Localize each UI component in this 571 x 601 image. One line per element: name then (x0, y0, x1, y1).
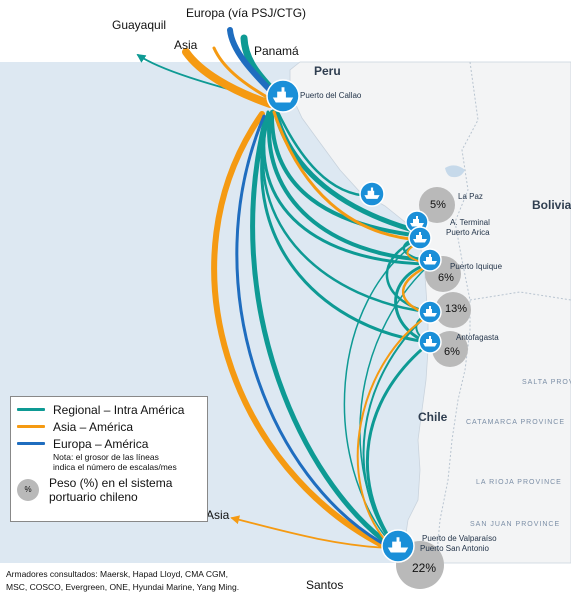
route-asia-north-2 (212, 46, 274, 102)
label-guayaquil: Guayaquil (112, 18, 167, 32)
region-san-juan: SAN JUAN PROVINCE (470, 521, 561, 528)
region-catamarca: CATAMARCA PROVINCE (466, 419, 566, 426)
route-antofagasta-central (365, 342, 430, 547)
ship-icon (364, 187, 380, 199)
legend: Regional – Intra América Asia – América … (10, 396, 208, 522)
region-salta: SALTA PROVINCE (522, 379, 571, 386)
port-central (381, 529, 415, 563)
weight-mejillones: 13% (444, 303, 468, 315)
route-callao-ilo (274, 106, 372, 198)
legend-label-regional: Regional – Intra América (53, 402, 185, 417)
legend-weight: % Peso (%) en el sistema portuario chile… (17, 476, 201, 504)
weight-circle-mejillones (435, 292, 471, 328)
route-callao-central-asia (211, 111, 391, 551)
port-ilo (359, 181, 385, 207)
city-san-antonio: Puerto San Antonio (420, 544, 489, 553)
weight-iquique: 6% (438, 272, 454, 284)
route-callao-antofagasta (260, 116, 430, 344)
legend-line-asia (17, 425, 45, 428)
label-santos: Santos (306, 578, 344, 592)
legend-label-europa: Europa – América (53, 436, 149, 451)
region-la-rioja: LA RIOJA PROVINCE (476, 479, 562, 486)
legend-weight-text: Peso (%) en el sistema portuario chileno (49, 476, 172, 504)
legend-weight-line1: Peso (%) en el sistema (49, 476, 173, 490)
city-la-paz: La Paz (458, 192, 483, 201)
border-chile-bolivia (435, 221, 471, 564)
route-callao-arica-asia (272, 110, 422, 242)
city-callao: Puerto del Callao (300, 91, 362, 100)
footnote-line1: Armadores consultados: Maersk, Hapad Llo… (6, 569, 229, 579)
city-iquique: Puerto Iquique (450, 262, 503, 271)
country-chile: Chile (418, 410, 448, 424)
ship-icon (272, 87, 294, 103)
route-callao-iquique (267, 112, 430, 262)
label-asia-north: Asia (174, 38, 198, 52)
legend-line-regional (17, 408, 45, 411)
port-callao (266, 79, 300, 113)
ship-icon (423, 254, 437, 265)
footnote-line2: MSC, COSCO, Evergreen, ONE, Hyundai Mari… (6, 582, 240, 592)
route-mejillones-central-asia (356, 315, 429, 547)
weight-antofagasta: 6% (444, 346, 460, 358)
city-valparaiso: Puerto de Valparaíso (422, 534, 497, 543)
ship-icon (423, 306, 437, 317)
route-callao-central-europa (235, 114, 391, 549)
route-arica-central (343, 239, 421, 546)
border-peru-bolivia (454, 61, 479, 223)
border-bolivia-argentina (469, 291, 571, 301)
city-antofagasta: Antofagasta (456, 333, 499, 342)
legend-regional: Regional – Intra América (17, 401, 201, 418)
legend-label-asia: Asia – América (53, 419, 134, 434)
ship-icon (387, 537, 409, 553)
weight-arica: 5% (430, 199, 446, 211)
route-callao-arica-2 (269, 110, 422, 238)
ship-icon (423, 336, 437, 347)
legend-note-line1: Nota: el grosor de las líneas (53, 452, 159, 462)
legend-weight-line2: portuario chileno (49, 490, 138, 504)
route-central-asia-south (230, 515, 389, 549)
legend-asia: Asia – América (17, 418, 201, 435)
lake-titicaca (445, 165, 465, 178)
port-iquique (418, 248, 442, 272)
weight-central: 22% (411, 561, 437, 575)
ship-icon (413, 232, 427, 243)
legend-weight-circle: % (17, 479, 39, 501)
legend-line-europa (17, 442, 45, 445)
port-antofagasta (418, 330, 442, 354)
city-arica-terminal: A. Terminal (450, 218, 490, 227)
label-europa: Europa (vía PSJ/CTG) (186, 6, 307, 20)
legend-note-line2: indica el número de escalas/mes (53, 462, 177, 472)
route-mejillones-central (362, 313, 429, 546)
port-icons (266, 79, 442, 563)
city-arica-puerto: Puerto Arica (446, 228, 490, 237)
route-asia-north-1 (182, 48, 274, 108)
legend-europa: Europa – América (17, 435, 201, 452)
asia-routes (182, 46, 430, 551)
port-mejillones (418, 300, 442, 324)
route-callao-central (250, 115, 393, 548)
port-arica-2 (408, 226, 432, 250)
country-bolivia: Bolivia (532, 198, 571, 212)
ship-icon (410, 216, 424, 227)
label-panama: Panamá (254, 44, 299, 58)
label-asia-south: Asia (206, 508, 230, 522)
weight-circle-arica (419, 187, 455, 223)
country-peru: Peru (314, 64, 341, 78)
footnote: Armadores consultados: Maersk, Hapad Llo… (6, 568, 239, 594)
